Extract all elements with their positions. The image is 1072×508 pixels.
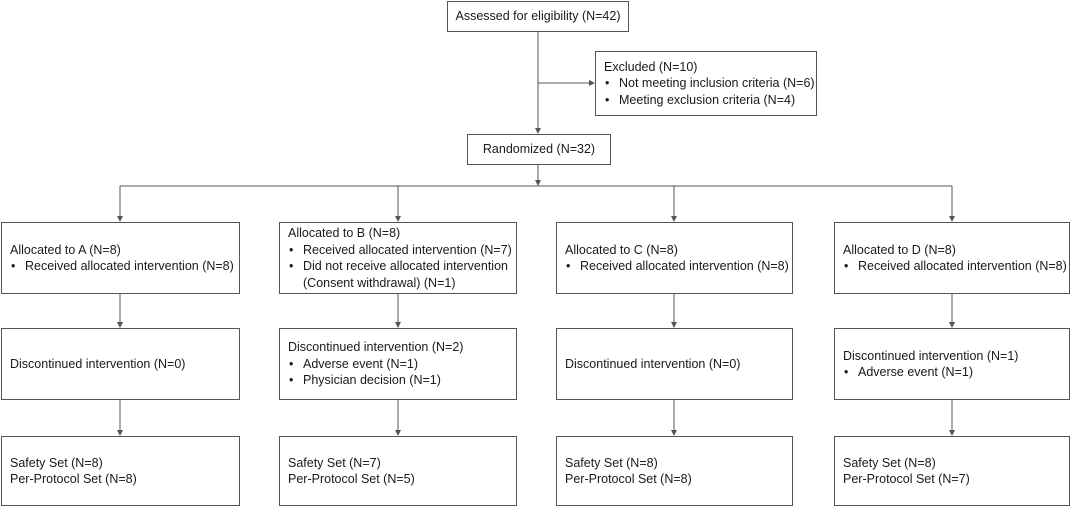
allocation-box-b: Allocated to B (N=8) • Received allocate… xyxy=(279,222,517,294)
discontinued-title: Discontinued intervention (N=0) xyxy=(565,356,741,371)
allocation-box-d: Allocated to D (N=8) • Received allocate… xyxy=(834,222,1070,294)
excluded-item: • Not meeting inclusion criteria (N=6) xyxy=(605,76,815,91)
allocation-title: Allocated to C (N=8) xyxy=(565,242,678,257)
analysis-box-a: Safety Set (N=8) Per-Protocol Set (N=8) xyxy=(1,436,240,506)
allocation-box-a: Allocated to A (N=8) • Received allocate… xyxy=(1,222,240,294)
per-protocol-set: Per-Protocol Set (N=8) xyxy=(10,472,137,486)
excluded-title: Excluded (N=10) xyxy=(604,59,698,74)
discontinued-title: Discontinued intervention (N=1) xyxy=(843,348,1019,363)
analysis-box-d: Safety Set (N=8) Per-Protocol Set (N=7) xyxy=(834,436,1070,506)
safety-set: Safety Set (N=8) xyxy=(843,455,936,470)
allocation-title: Allocated to B (N=8) xyxy=(288,226,401,240)
allocation-item: • Received allocated intervention (N=8) xyxy=(11,259,234,273)
allocation-box-c: Allocated to C (N=8) • Received allocate… xyxy=(556,222,793,294)
safety-set: Safety Set (N=8) xyxy=(565,455,658,470)
allocation-item: • Received allocated intervention (N=7) xyxy=(289,242,512,257)
analysis-box-b: Safety Set (N=7) Per-Protocol Set (N=5) xyxy=(279,436,517,506)
excluded-box: Excluded (N=10) • Not meeting inclusion … xyxy=(595,51,817,116)
assessed-label: Assessed for eligibility (N=42) xyxy=(455,9,621,24)
safety-set: Safety Set (N=8) xyxy=(10,455,103,470)
discontinued-title: Discontinued intervention (N=0) xyxy=(10,356,186,371)
discontinued-box-a: Discontinued intervention (N=0) xyxy=(1,328,240,400)
allocation-item: • Received allocated intervention (N=8) xyxy=(844,259,1067,273)
discontinued-item: • Adverse event (N=1) xyxy=(289,356,418,371)
randomized-label: Randomized (N=32) xyxy=(482,142,596,157)
allocation-item: • Did not receive allocated intervention xyxy=(289,259,508,273)
allocation-item: • Received allocated intervention (N=8) xyxy=(566,259,789,273)
allocation-title: Allocated to A (N=8) xyxy=(10,242,121,257)
per-protocol-set: Per-Protocol Set (N=8) xyxy=(565,472,692,486)
allocation-item-continued: (Consent withdrawal) (N=1) xyxy=(303,275,456,290)
discontinued-title: Discontinued intervention (N=2) xyxy=(288,340,464,355)
per-protocol-set: Per-Protocol Set (N=7) xyxy=(843,472,970,486)
allocation-title: Allocated to D (N=8) xyxy=(843,242,956,257)
discontinued-box-c: Discontinued intervention (N=0) xyxy=(556,328,793,400)
discontinued-item: • Adverse event (N=1) xyxy=(844,365,973,379)
discontinued-box-b: Discontinued intervention (N=2) • Advers… xyxy=(279,328,517,400)
discontinued-box-d: Discontinued intervention (N=1) • Advers… xyxy=(834,328,1070,400)
discontinued-item: • Physician decision (N=1) xyxy=(289,373,441,388)
randomized-box: Randomized (N=32) xyxy=(467,134,611,165)
analysis-box-c: Safety Set (N=8) Per-Protocol Set (N=8) xyxy=(556,436,793,506)
safety-set: Safety Set (N=7) xyxy=(288,455,381,470)
assessed-box: Assessed for eligibility (N=42) xyxy=(447,1,629,32)
excluded-item: • Meeting exclusion criteria (N=4) xyxy=(605,92,796,107)
per-protocol-set: Per-Protocol Set (N=5) xyxy=(288,472,415,486)
